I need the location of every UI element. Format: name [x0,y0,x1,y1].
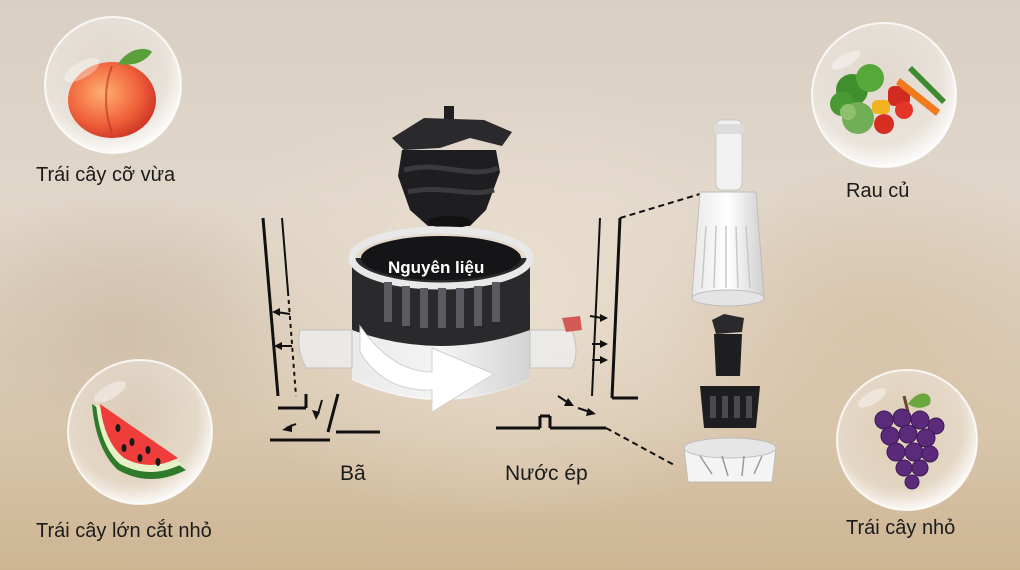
ingredients-label: Nguyên liệu [388,258,485,277]
juice-flow-arrowheads [564,314,608,416]
peach-icon [44,16,182,154]
pulp-flow-lines [261,217,380,442]
pulp-label: Bã [340,462,366,485]
vegetables-label: Rau củ [846,180,910,202]
auger-part [392,106,512,228]
small-fruit-label: Trái cây nhỏ [846,517,956,539]
watermelon-slice-icon [67,359,213,505]
exploded-juicer-parts [683,119,777,483]
vegetables-icon [811,22,957,168]
medium-fruit-label: Trái cây cỡ vừa [36,164,176,186]
juice-label: Nước ép [505,462,588,485]
large-fruit-cut-label: Trái cây lớn cắt nhỏ [36,520,212,542]
pulp-flow-arrowheads [272,308,320,432]
arrow-right-icon [359,324,496,413]
grapes-icon [836,369,978,511]
